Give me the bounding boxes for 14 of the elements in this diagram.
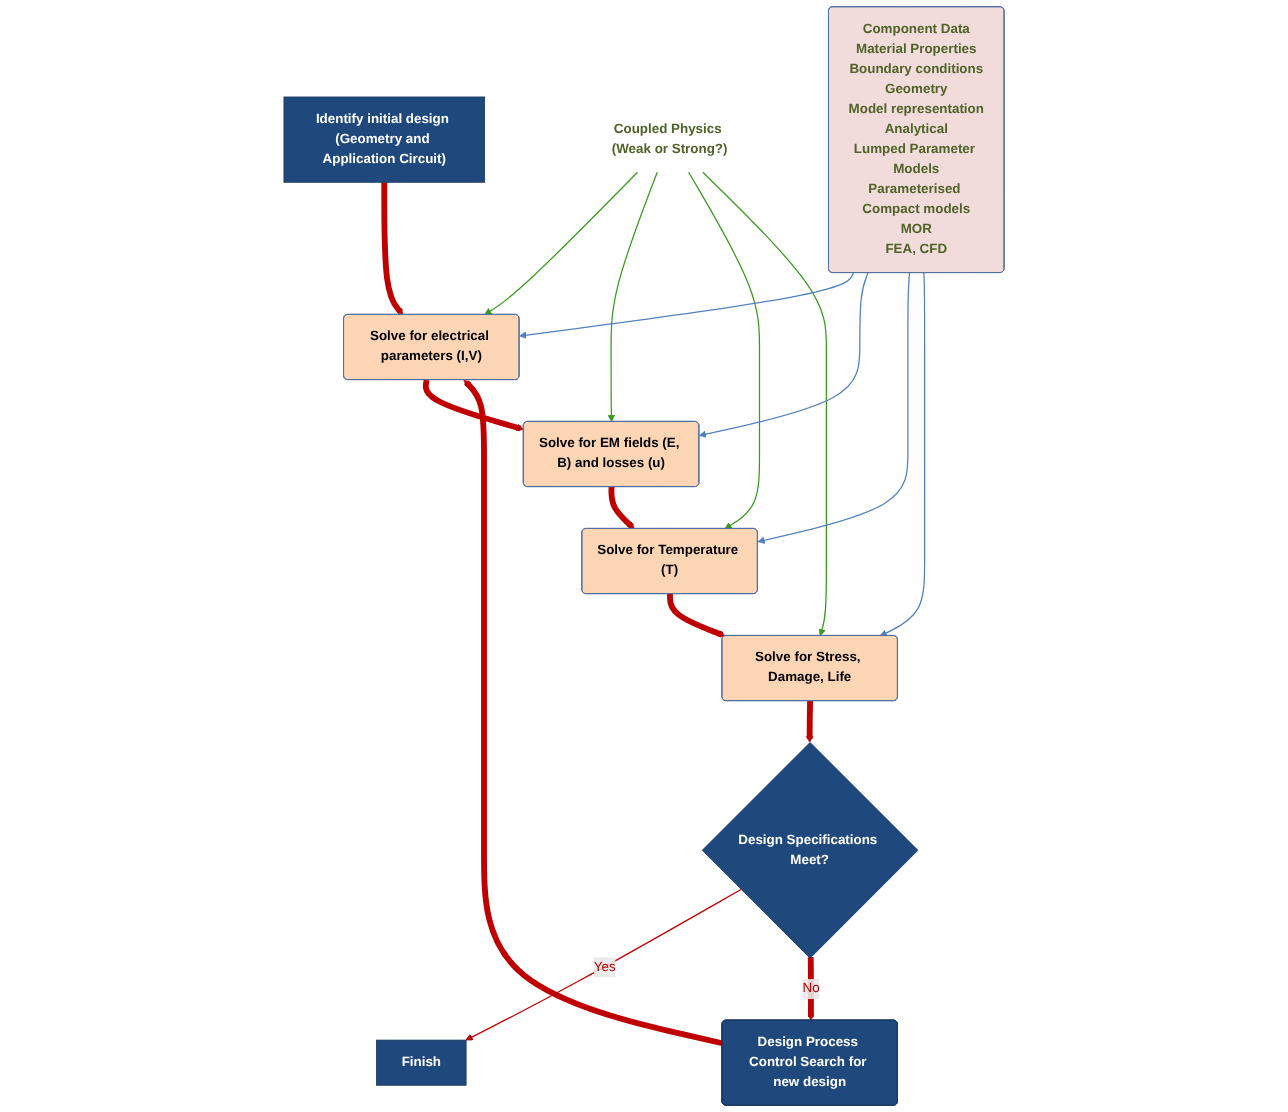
arrow [463, 379, 723, 1047]
arrow [806, 701, 814, 743]
arrow [698, 272, 869, 438]
arrow [702, 171, 827, 637]
arrow [607, 171, 658, 423]
arrow [484, 171, 639, 316]
arrow [465, 888, 742, 1041]
arrow [608, 486, 635, 530]
arrow [519, 272, 855, 339]
arrow [879, 272, 926, 637]
arrow [422, 379, 525, 432]
arrow [757, 272, 911, 544]
arrow [688, 171, 761, 530]
arrow [381, 182, 404, 316]
